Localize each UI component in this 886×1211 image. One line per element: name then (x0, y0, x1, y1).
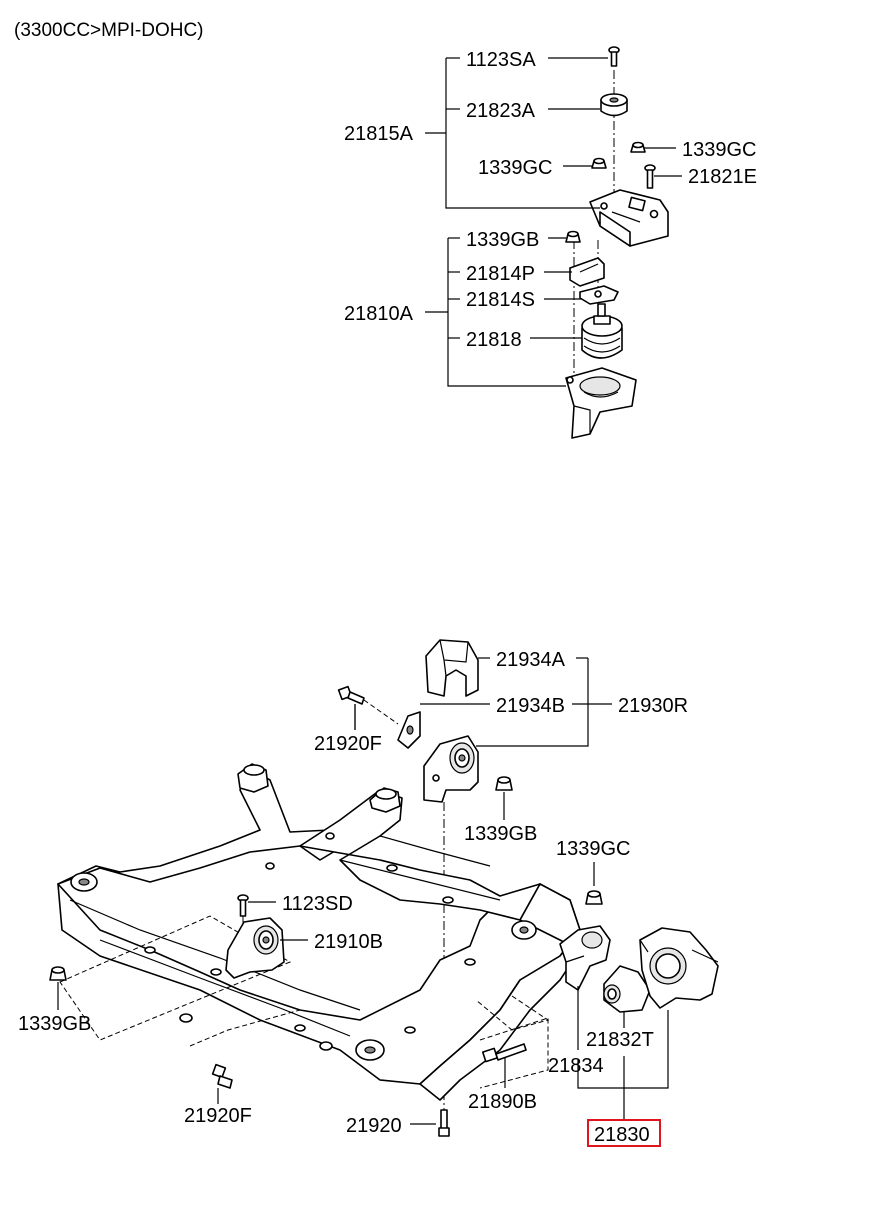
nut-1339gb-mid (495, 776, 513, 791)
mount-21910b (225, 917, 285, 979)
label-1123sa: 1123SA (466, 49, 536, 71)
stopper-21934a (425, 639, 479, 697)
mount-21910b-assembly (49, 894, 301, 1089)
label-1339gb-top: 1339GB (466, 229, 539, 251)
nut-1339gb-top (565, 230, 581, 243)
nut-1339gc-right (630, 141, 646, 153)
label-1339gc-bottom: 1339GC (556, 838, 631, 860)
stopper-21814p (569, 257, 605, 287)
bracket-21815a (589, 189, 669, 247)
label-21810a: 21810A (344, 303, 414, 325)
label-21823a: 21823A (466, 100, 536, 122)
washer-21934b (397, 711, 421, 749)
label-21934a: 21934A (496, 649, 566, 671)
bolt-1123sa (608, 46, 620, 67)
bolt-21920f-top (337, 685, 365, 705)
bolt-21920f-bottom (211, 1063, 233, 1089)
label-21814s: 21814S (466, 289, 535, 311)
label-21920f-top: 21920F (314, 733, 382, 755)
highlight-box (587, 1119, 661, 1147)
bolt-1123sd (237, 894, 249, 917)
label-21920: 21920 (346, 1115, 402, 1137)
bushing-21832t (603, 965, 651, 1013)
label-21834: 21834 (548, 1055, 604, 1077)
nut-1339gc-left (591, 157, 607, 169)
label-21910b: 21910B (314, 931, 383, 953)
nut-1339gb-left (49, 966, 67, 981)
mount-21830-outline (475, 995, 550, 1031)
bolt-21821e (644, 164, 656, 189)
bolt-21890b (481, 1043, 527, 1063)
bolt-21920 (438, 1109, 450, 1137)
insulator-21818 (581, 303, 623, 359)
top-assembly-leaders (425, 57, 682, 387)
mount-21930r-assembly (337, 639, 513, 1110)
bracket-21834 (559, 925, 611, 991)
mount-21910b-outline (189, 1009, 301, 1047)
label-21815a: 21815A (344, 123, 414, 145)
nut-1339gc-bottom (585, 890, 603, 905)
bottom-leaders (57, 704, 669, 1125)
label-1339gb-mid: 1339GB (464, 823, 537, 845)
mount-21830-outline (479, 1017, 549, 1089)
label-1123sd: 1123SD (282, 893, 353, 915)
mount-21910b-outline (59, 915, 292, 1041)
label-21814p: 21814P (466, 263, 535, 285)
subframe-crossmember (57, 763, 581, 1101)
label-21818: 21818 (466, 329, 522, 351)
label-21821e: 21821E (688, 166, 757, 188)
label-21934b: 21934B (496, 695, 565, 717)
plate-21814s (579, 285, 619, 305)
label-1339gb-left: 1339GB (18, 1013, 91, 1035)
engine-note: (3300CC>MPI-DOHC) (14, 20, 204, 41)
label-21830[interactable]: 21830 (594, 1124, 650, 1146)
label-21930r: 21930R (618, 695, 688, 717)
label-1339gc-top-right: 1339GC (682, 139, 757, 161)
bracket-21830-housing (639, 927, 719, 1009)
label-21920f-bottom: 21920F (184, 1105, 252, 1127)
mount-21830-assembly (438, 890, 719, 1137)
label-1339gc-top-left: 1339GC (478, 157, 553, 179)
label-21832t: 21832T (586, 1029, 654, 1051)
mount-21930r (423, 735, 479, 803)
label-21890b: 21890B (468, 1091, 537, 1113)
bolt-path-line (363, 699, 399, 725)
top-mount-assembly (565, 46, 669, 439)
bracket-21810a-lower (565, 367, 637, 439)
bushing-21823a (600, 93, 628, 117)
